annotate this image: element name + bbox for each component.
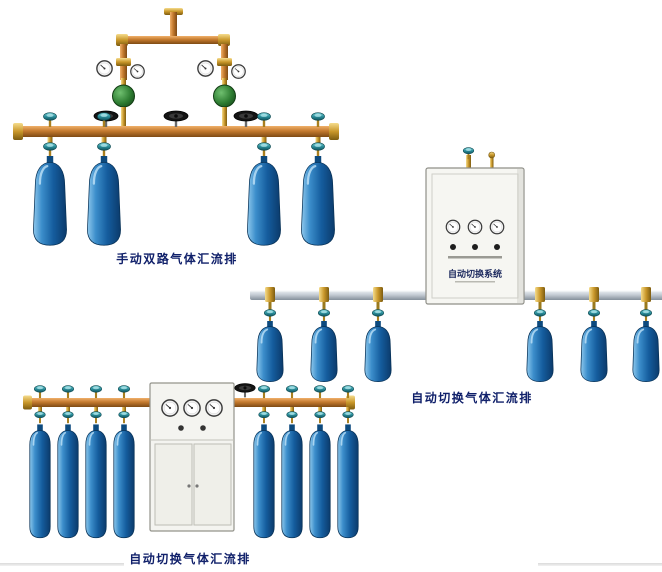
pipe-fitting (373, 287, 383, 302)
valve-handwheel (234, 383, 256, 398)
pipe-end-cap (346, 395, 355, 410)
cylinder-valve (263, 309, 277, 323)
control-cabinet (149, 382, 235, 532)
gas-cylinder (525, 287, 555, 383)
auto-switch-manifold-illustration (23, 382, 360, 539)
gas-cylinder (246, 137, 282, 247)
top-header-assembly (116, 8, 232, 80)
door-knob (195, 484, 199, 488)
cylinder-valve (371, 309, 385, 323)
cabinet-label: 自动切换系统 (448, 268, 502, 280)
shutoff-valve-knob (117, 385, 131, 399)
shutoff-valve-knob (33, 385, 47, 399)
cylinder-bank (255, 287, 661, 383)
cylinder-valve (533, 309, 547, 323)
shutoff-valve-knob (462, 147, 475, 160)
shutoff-valve-knob (89, 385, 103, 399)
pipe-fitting (319, 287, 329, 302)
gas-cylinder (309, 287, 339, 383)
cylinder-valve (342, 411, 354, 424)
product-auto-switch-manifold-a: 自动切换系统 自动切换气体汇流排 (250, 147, 662, 406)
gas-cylinder (308, 407, 332, 539)
pipe-fitting (265, 287, 275, 302)
cylinder-bank (32, 137, 336, 247)
product-caption: 自动切换气体汇流排 (129, 552, 251, 566)
shutoff-valve-knob (257, 385, 271, 399)
cylinder-valve (62, 411, 74, 424)
gas-cylinder (255, 287, 285, 383)
shutoff-valve-knob (43, 112, 57, 128)
valve-handwheel (233, 110, 259, 128)
pipe-end-cap (13, 123, 23, 140)
gas-cylinder (363, 287, 393, 383)
product-auto-switch-manifold-b: 自动切换气体汇流排 (18, 378, 362, 567)
pressure-regulator-right (197, 60, 246, 127)
product-caption: 手动双路气体汇流排 (116, 252, 238, 266)
shutoff-valve-knob (285, 385, 299, 399)
cabinet-door (193, 443, 232, 526)
pipe-end-cap (329, 123, 339, 140)
gas-cylinder (579, 287, 609, 383)
cylinder-valve (118, 411, 130, 424)
gas-cylinder (56, 407, 80, 539)
pipe-fitting (589, 287, 599, 302)
product-manual-dual-manifold: 手动双路气体汇流排 (10, 8, 344, 267)
gas-cylinder (280, 407, 304, 539)
gas-cylinder (252, 407, 276, 539)
shutoff-valve-knob (313, 385, 327, 399)
cylinder-valve (43, 142, 57, 158)
control-knob (472, 244, 478, 250)
shutoff-valve-knob (257, 112, 271, 128)
control-cabinet: 自动切换系统 (425, 167, 525, 305)
pressure-gauge (205, 399, 223, 417)
gas-cylinder (86, 137, 122, 247)
pressure-gauge (489, 219, 505, 235)
cylinder-valve (314, 411, 326, 424)
cabinet-inlet-pipes (462, 147, 495, 169)
cylinder-valve (97, 142, 111, 158)
pressure-gauge (183, 399, 201, 417)
control-knob (494, 244, 500, 250)
product-caption: 自动切换气体汇流排 (411, 391, 533, 405)
shutoff-valve-knob (311, 112, 325, 128)
cylinder-valve (639, 309, 653, 323)
pressure-gauge (231, 64, 246, 79)
pressure-gauge (197, 60, 214, 77)
cylinder-valve (90, 411, 102, 424)
cylinder-valve (286, 411, 298, 424)
cylinder-valve (34, 411, 46, 424)
shutoff-valve-knob (61, 385, 75, 399)
indicator-light (178, 425, 184, 431)
gas-cylinder (84, 407, 108, 539)
pressure-gauge (161, 399, 179, 417)
indicator-light (200, 425, 206, 431)
main-manifold-pipe (13, 123, 339, 140)
gas-cylinder (32, 137, 68, 247)
cylinder-valve (587, 309, 601, 323)
pressure-gauge (96, 60, 113, 77)
pressure-gauge (445, 219, 461, 235)
cylinder-valve (258, 411, 270, 424)
valve-handwheel (163, 110, 189, 128)
gas-cylinder (28, 407, 52, 539)
cylinder-valve (317, 309, 331, 323)
cabinet-door (154, 443, 193, 526)
gas-cylinder (336, 407, 360, 539)
gas-cylinder (631, 287, 661, 383)
pressure-gauge (130, 64, 145, 79)
page-edge-artifact (538, 563, 662, 566)
cylinder-bank (28, 407, 360, 539)
pipe-fitting (535, 287, 545, 302)
manual-dual-manifold-illustration (13, 8, 339, 247)
pipe-fitting (641, 287, 651, 302)
pressure-gauge (467, 219, 483, 235)
auto-switch-manifold-illustration: 自动切换系统 (250, 147, 662, 383)
pressure-regulator-left (96, 60, 145, 127)
page-edge-artifact (0, 563, 124, 566)
pipe-end-cap (23, 395, 32, 410)
gas-cylinder (112, 407, 136, 539)
control-knob (450, 244, 456, 250)
door-knob (187, 484, 191, 488)
gas-cylinder (300, 137, 336, 247)
